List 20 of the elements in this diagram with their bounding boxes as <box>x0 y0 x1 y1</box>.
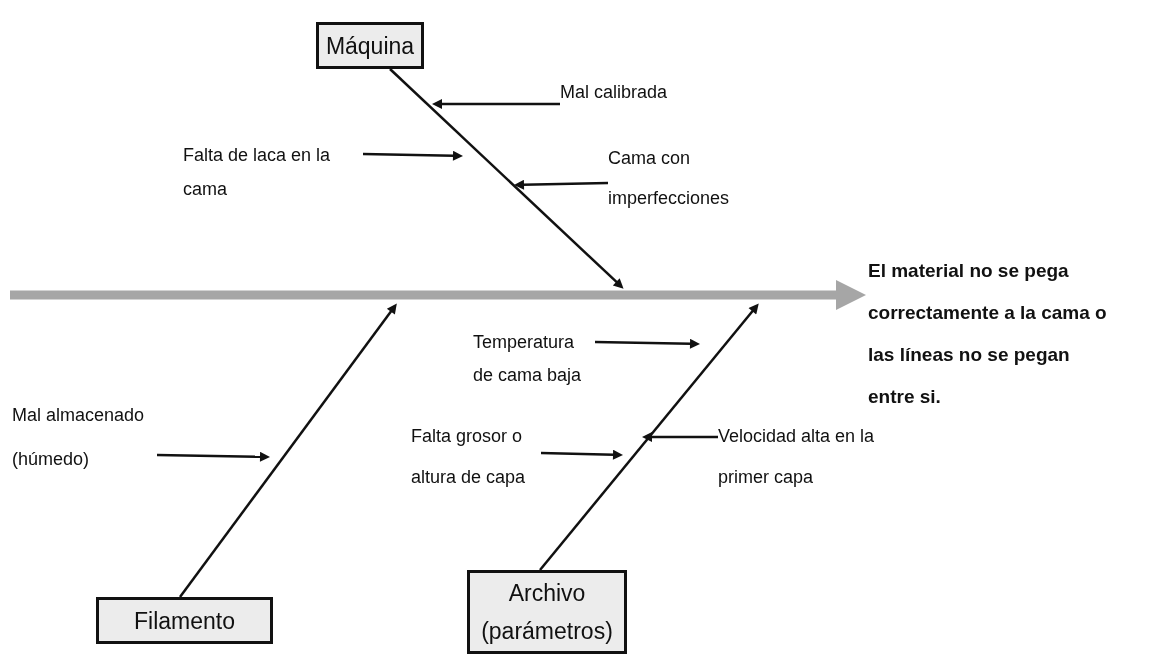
cause-label: Temperatura de cama baja <box>473 326 595 392</box>
arrow <box>362 150 463 161</box>
arrow <box>179 303 397 598</box>
category-box: Máquina <box>316 22 424 69</box>
arrow <box>539 303 759 571</box>
arrow <box>594 338 700 349</box>
cause-label: Mal calibrada <box>560 78 730 106</box>
spine-arrow <box>10 280 866 310</box>
arrow <box>156 451 270 462</box>
category-box: Filamento <box>96 597 273 644</box>
cause-label: Falta de laca en la cama <box>183 138 363 202</box>
cause-label: Mal almacenado (húmedo) <box>12 393 157 481</box>
category-box: Archivo (parámetros) <box>467 570 627 654</box>
arrow <box>540 449 623 460</box>
cause-label: Falta grosor o altura de capa <box>411 416 541 498</box>
arrow <box>389 68 624 289</box>
arrow <box>432 99 560 109</box>
arrow <box>642 432 718 442</box>
cause-label: Cama con imperfecciones <box>608 138 788 208</box>
arrow <box>514 179 609 190</box>
